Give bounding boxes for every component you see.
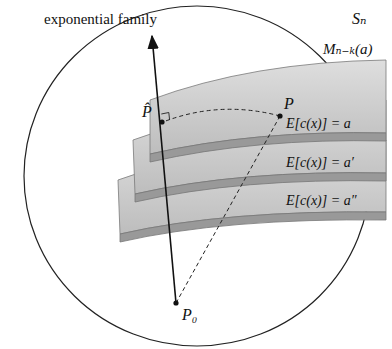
exponential-family-line — [152, 36, 176, 303]
manifold-region: SₙE[c(x)] = a E[c(x)] = a′ E[c(x)] = a″ — [24, 6, 370, 346]
sheet-top — [150, 60, 386, 162]
right-angle-mark — [161, 113, 169, 121]
sheet-text: E[c(x)] = a″ — [286, 194, 356, 208]
point-dot — [159, 119, 164, 124]
projection-curve — [163, 109, 280, 122]
sheet-text: E[c(x)] = a′ — [286, 156, 354, 170]
divergence-line — [176, 116, 280, 303]
point-label: P — [284, 96, 294, 112]
point-dot — [173, 300, 178, 305]
sheet-text: Sₙ — [352, 11, 366, 27]
point-label: P̂ — [142, 104, 152, 120]
constraint-sheet: E[c(x)] = a — [150, 60, 386, 162]
point-label: P₀ — [182, 307, 197, 323]
submanifold-label: Mₙ₋ₖ(a) — [323, 42, 372, 57]
constraint-sheet: E[c(x)] = a′ — [133, 100, 386, 202]
sheet-text: E[c(x)] = a — [286, 117, 351, 131]
point-dot — [277, 113, 282, 118]
family-label: exponential family — [44, 12, 157, 27]
